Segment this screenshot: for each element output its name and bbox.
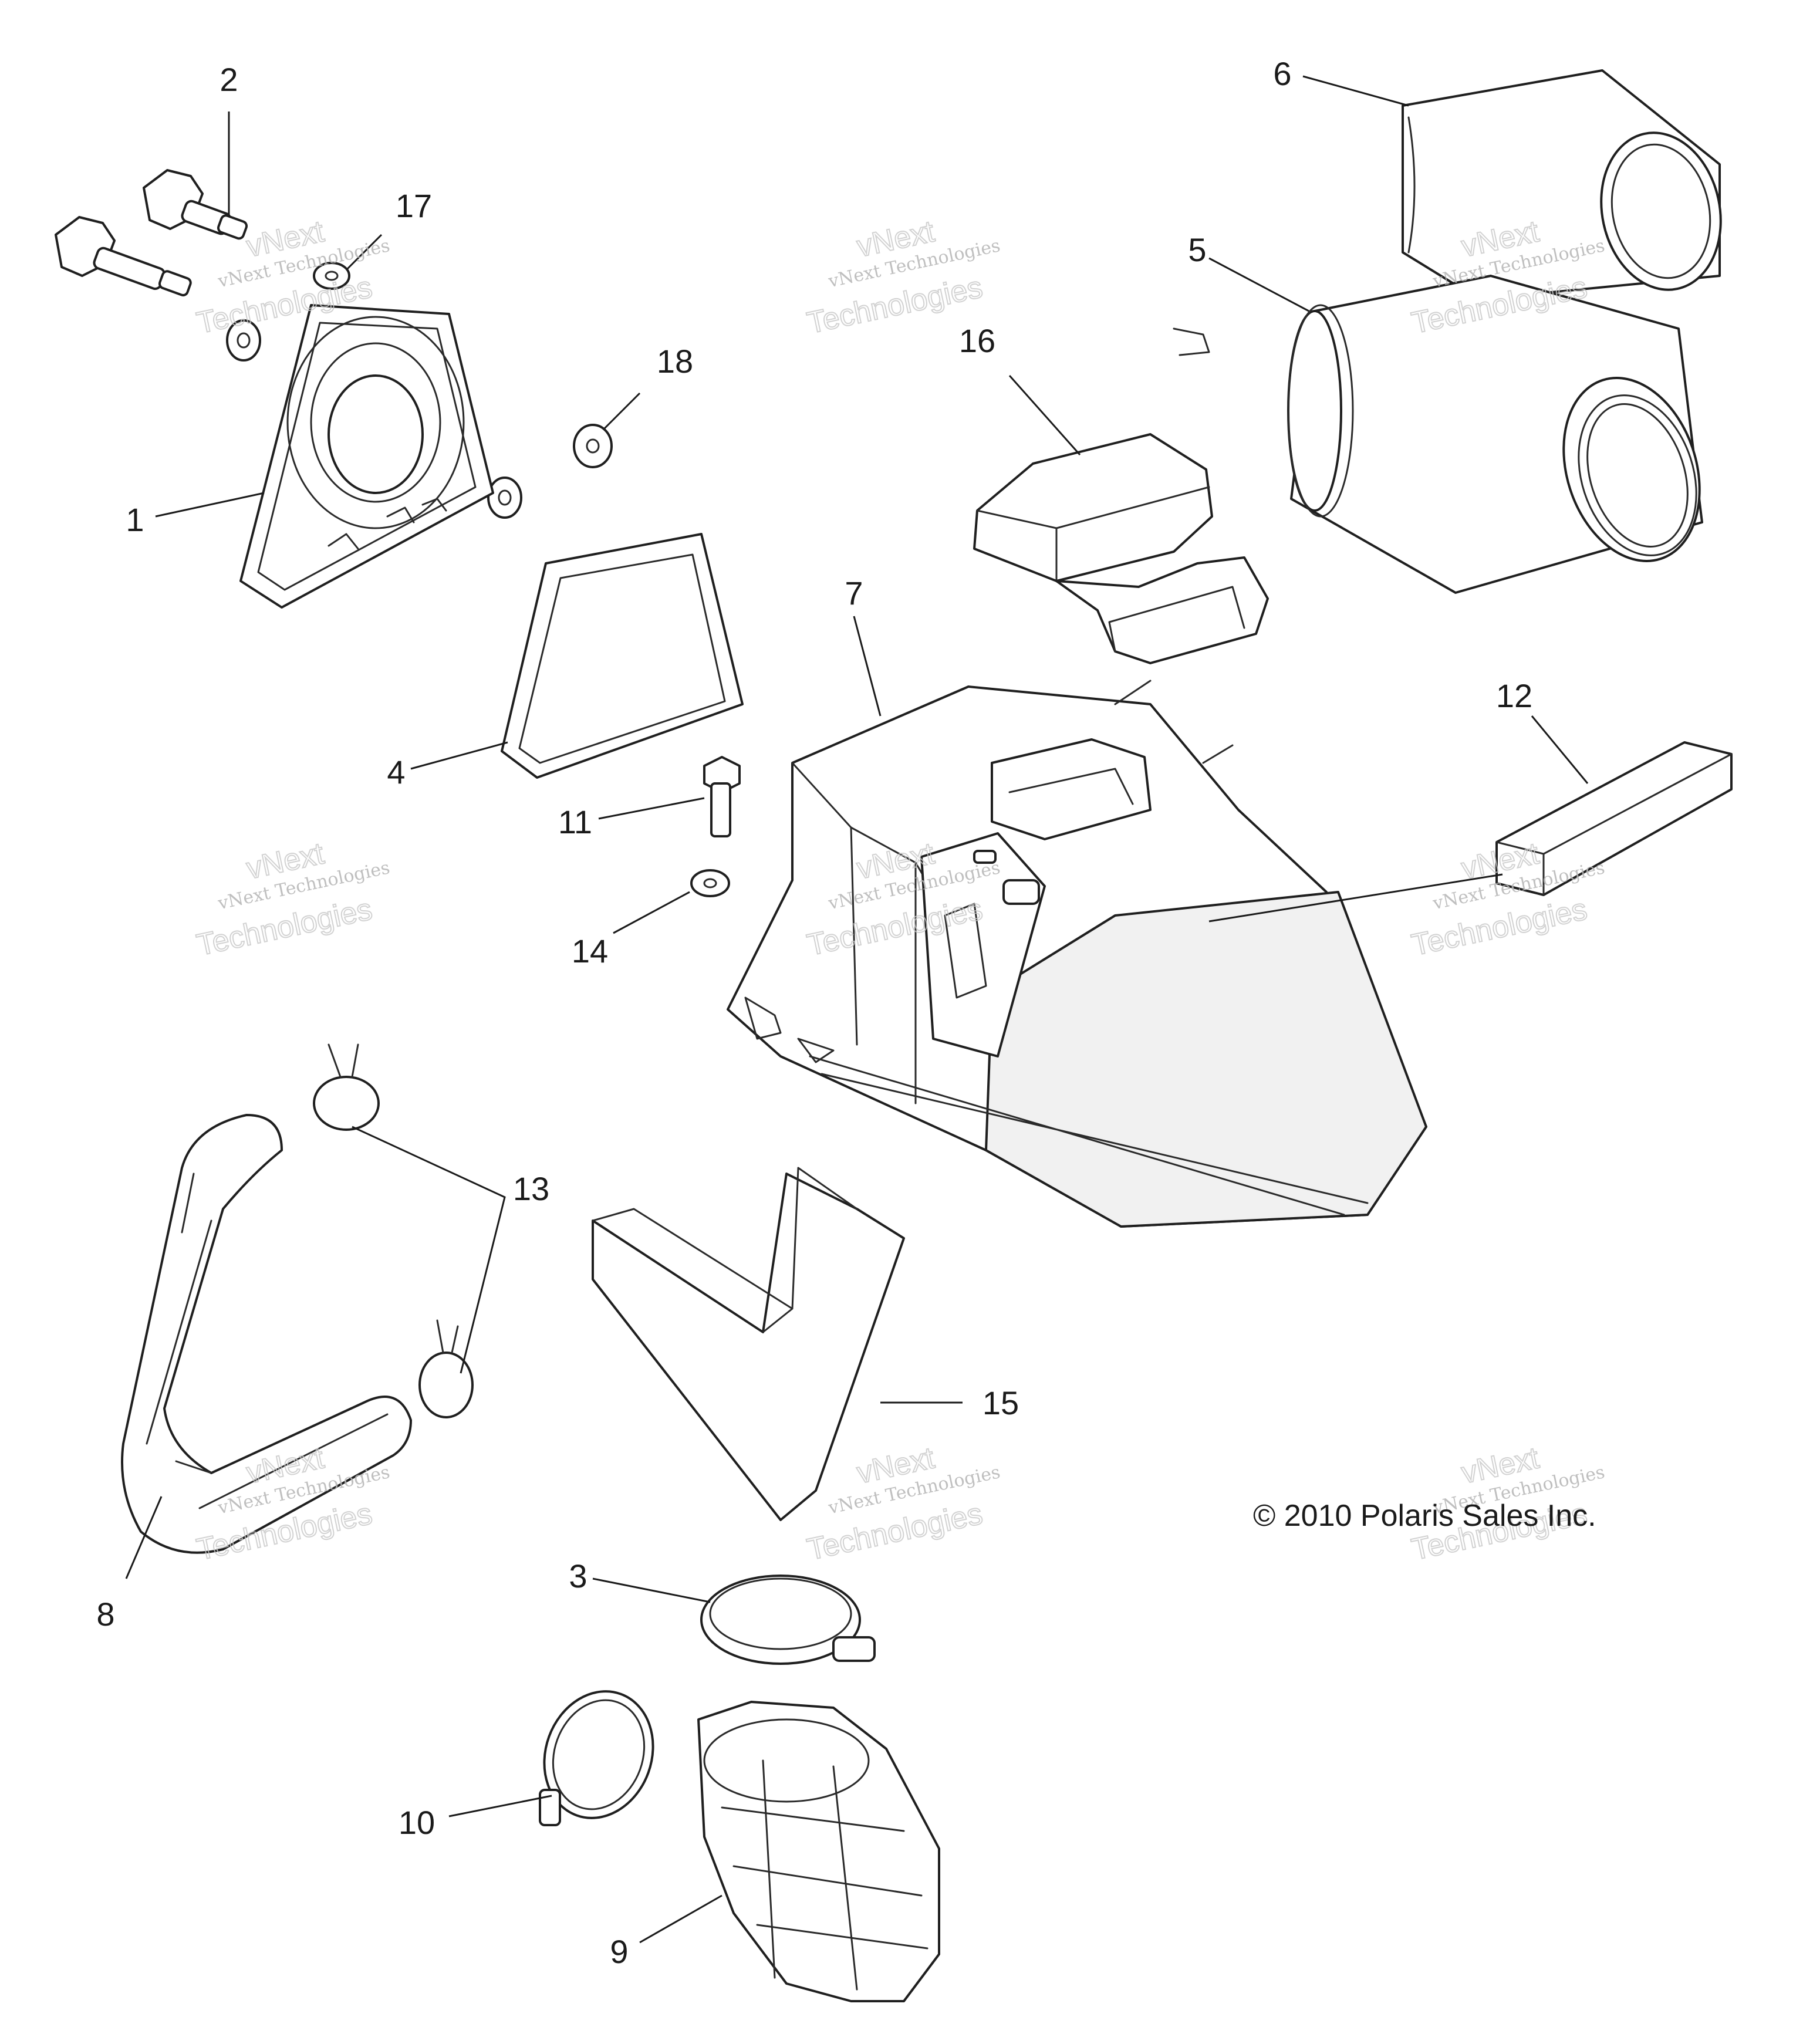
callout-10: 10 [399, 1804, 435, 1841]
callout-15: 15 [982, 1384, 1019, 1421]
callout-9: 9 [610, 1933, 628, 1970]
leader-3 [592, 1577, 711, 1603]
callout-labels: 1 2 3 4 5 6 7 8 9 10 11 12 13 14 15 16 1… [96, 55, 1532, 1970]
part-12-foam-block [1495, 741, 1733, 896]
part-7-airbox-housing [727, 680, 1427, 1228]
copyright-notice: © 2010 Polaris Sales Inc. [1253, 1499, 1596, 1533]
leader-12b [1208, 873, 1503, 923]
leader-10 [448, 1795, 552, 1817]
part-18-washer [573, 424, 613, 468]
leader-8 [125, 1496, 163, 1579]
leader-12 [1531, 715, 1589, 784]
callout-3: 3 [569, 1558, 587, 1594]
part-10-small-clamp [539, 1690, 654, 1826]
leader-17 [345, 234, 383, 271]
part-11-bolt [703, 756, 741, 837]
callout-8: 8 [96, 1596, 114, 1633]
callout-4: 4 [387, 754, 405, 790]
part-8-breather-hose [121, 1114, 412, 1554]
part-1-airbox-cover [239, 304, 494, 609]
callout-2: 2 [220, 61, 238, 98]
callout-18: 18 [657, 343, 693, 380]
part-14-grommet [690, 869, 730, 897]
part-15-foam-v [592, 1167, 905, 1521]
callout-11: 11 [558, 803, 592, 840]
part-5-air-filter [1287, 275, 1703, 594]
part-16-intake-duct [973, 327, 1269, 664]
callout-5: 5 [1188, 231, 1206, 268]
callout-17: 17 [396, 187, 432, 224]
callout-7: 7 [845, 575, 863, 611]
part-17-washers [226, 262, 522, 519]
leader-1 [155, 492, 265, 518]
leader-11 [598, 797, 705, 820]
callout-12: 12 [1496, 677, 1532, 714]
leader-14 [613, 891, 690, 934]
leader-9 [639, 1894, 722, 1944]
leader-lines [125, 75, 1589, 1944]
leader-13 [352, 1126, 506, 1374]
callout-16: 16 [959, 322, 995, 359]
callout-1: 1 [126, 501, 144, 538]
leader-6 [1302, 75, 1409, 107]
part-2-knob-bolts [55, 169, 248, 297]
watermark-4: vNext vNext Technologies Technologies [193, 836, 391, 963]
leader-4 [410, 741, 508, 770]
part-4-seal [501, 533, 744, 779]
watermark-2: vNext vNext Technologies Technologies [803, 214, 1002, 341]
part-9-intake-boot [697, 1701, 940, 2002]
watermark-9: vNext vNext Technologies Technologies [1408, 1440, 1606, 1567]
leader-5 [1208, 257, 1309, 312]
part-6-pre-filter [1402, 69, 1722, 300]
callout-14: 14 [572, 933, 608, 969]
leader-7 [853, 616, 882, 717]
callout-13: 13 [513, 1170, 549, 1207]
leader-18 [603, 392, 641, 430]
part-3-large-clamp [700, 1575, 876, 1665]
part-13-clamps [313, 1043, 474, 1418]
callout-6: 6 [1273, 55, 1291, 92]
leader-16 [1008, 375, 1081, 455]
